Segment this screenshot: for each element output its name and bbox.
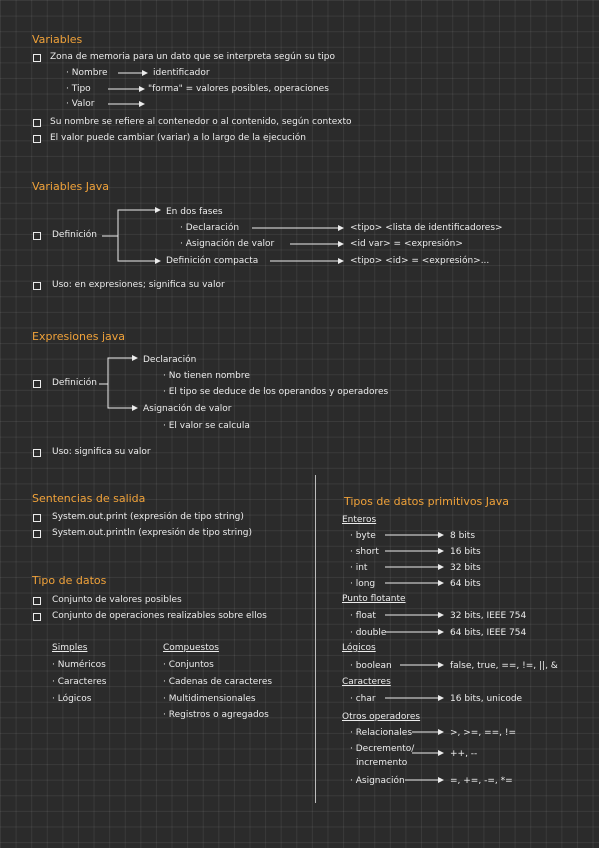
expr-tipo-deduce: · El tipo se deduce de los operandos y o…	[163, 387, 389, 397]
bullet-checkbox	[33, 530, 41, 538]
bracket-arrow-icon	[99, 355, 138, 385]
expr-asignacion: Asignación de valor	[143, 404, 232, 414]
type-short-value: 16 bits	[450, 547, 481, 557]
column-divider	[315, 475, 316, 803]
salida-println: System.out.println (expresión de tipo st…	[52, 528, 253, 538]
type-int-value: 32 bits	[450, 563, 481, 573]
type-long: · long	[350, 579, 376, 589]
type-int: · int	[350, 563, 368, 573]
expr-declaracion: Declaración	[143, 355, 197, 365]
bullet-checkbox	[33, 380, 41, 388]
bullet-checkbox	[33, 449, 41, 457]
enteros-heading: Enteros	[342, 515, 377, 525]
tipo-valores: Conjunto de valores posibles	[52, 595, 182, 605]
expr-valor-calcula: · El valor se calcula	[163, 421, 250, 431]
bullet-checkbox	[33, 514, 41, 522]
type-char: · char	[350, 694, 376, 704]
compuestos-conjuntos: · Conjuntos	[163, 660, 214, 670]
bracket-arrow-icon	[117, 236, 161, 264]
type-byte-value: 8 bits	[450, 531, 476, 541]
variables-valor: · Valor	[66, 99, 95, 109]
java-declaracion-value: <tipo> <lista de identificadores>	[350, 223, 503, 233]
op-relacionales-value: >, >=, ==, !=	[450, 728, 517, 738]
type-float-value: 32 bits, IEEE 754	[450, 611, 527, 621]
caracteres-heading: Caracteres	[342, 677, 391, 687]
type-boolean-value: false, true, ==, !=, ||, &	[450, 661, 558, 671]
op-relacionales: · Relacionales	[350, 728, 413, 738]
simples-logicos: · Lógicos	[52, 694, 92, 704]
java-asignacion: · Asignación de valor	[180, 239, 275, 249]
variables-tipo: · Tipo	[66, 84, 91, 94]
logicos-heading: Lógicos	[342, 643, 376, 653]
variables-nombre: · Nombre	[66, 68, 108, 78]
variables-nombre-value: identificador	[153, 68, 210, 78]
variables-title: Variables	[32, 33, 83, 46]
simples-heading: Simples	[52, 643, 88, 653]
op-asignacion: · Asignación	[350, 776, 405, 786]
simples-caracteres: · Caracteres	[52, 677, 107, 687]
variables-valor-cambia: El valor puede cambiar (variar) a lo lar…	[50, 133, 306, 143]
op-decremento-value: ++, --	[450, 749, 478, 759]
expresiones-title: Expresiones java	[32, 330, 126, 343]
salida-title: Sentencias de salida	[32, 492, 146, 505]
bullet-checkbox	[33, 282, 41, 290]
expr-no-nombre: · No tienen nombre	[163, 371, 250, 381]
variables-java-title: Variables Java	[32, 180, 109, 193]
java-declaracion: · Declaración	[180, 223, 240, 233]
flotante-heading: Punto flotante	[342, 594, 406, 604]
op-incremento: incremento	[356, 758, 408, 768]
type-double: · double	[350, 628, 387, 638]
bullet-checkbox	[33, 613, 41, 621]
op-asignacion-value: =, +=, -=, *=	[450, 776, 513, 786]
variables-definition: Zona de memoria para un dato que se inte…	[50, 52, 335, 62]
bullet-checkbox	[33, 232, 41, 240]
java-definicion-label: Definición	[52, 230, 97, 240]
bullet-checkbox	[33, 119, 41, 127]
compuestos-cadenas: · Cadenas de caracteres	[163, 677, 273, 687]
bullet-checkbox	[33, 135, 41, 143]
java-asignacion-value: <id var> = <expresión>	[350, 239, 463, 249]
type-char-value: 16 bits, unicode	[450, 694, 523, 704]
simples-numericos: · Numéricos	[52, 660, 106, 670]
type-long-value: 64 bits	[450, 579, 481, 589]
otros-heading: Otros operadores	[342, 712, 421, 722]
compuestos-heading: Compuestos	[163, 643, 219, 653]
primitivos-title: Tipos de datos primitivos Java	[344, 495, 510, 508]
type-float: · float	[350, 611, 376, 621]
compuestos-multidimensionales: · Multidimensionales	[163, 694, 256, 704]
type-short: · short	[350, 547, 379, 557]
bracket-arrow-icon	[107, 384, 138, 411]
java-fases: En dos fases	[166, 207, 223, 217]
type-double-value: 64 bits, IEEE 754	[450, 628, 527, 638]
bullet-checkbox	[33, 597, 41, 605]
java-uso: Uso: en expresiones; significa su valor	[52, 280, 225, 290]
java-compacta: Definición compacta	[166, 256, 259, 266]
variables-tipo-value: "forma" = valores posibles, operaciones	[148, 84, 329, 94]
type-boolean: · boolean	[350, 661, 392, 671]
variables-nombre-refiere: Su nombre se refiere al contenedor o al …	[50, 117, 352, 127]
tipo-datos-title: Tipo de datos	[32, 574, 107, 587]
op-decremento: · Decremento/	[350, 744, 415, 754]
expr-definicion-label: Definición	[52, 378, 97, 388]
salida-print: System.out.print (expresión de tipo stri…	[52, 512, 244, 522]
expr-uso: Uso: significa su valor	[52, 447, 151, 457]
bracket-arrow-icon	[102, 207, 161, 237]
java-compacta-value: <tipo> <id> = <expresión>...	[350, 256, 490, 266]
type-byte: · byte	[350, 531, 376, 541]
compuestos-registros: · Registros o agregados	[163, 710, 269, 720]
bullet-checkbox	[33, 54, 41, 62]
tipo-operaciones: Conjunto de operaciones realizables sobr…	[52, 611, 267, 621]
